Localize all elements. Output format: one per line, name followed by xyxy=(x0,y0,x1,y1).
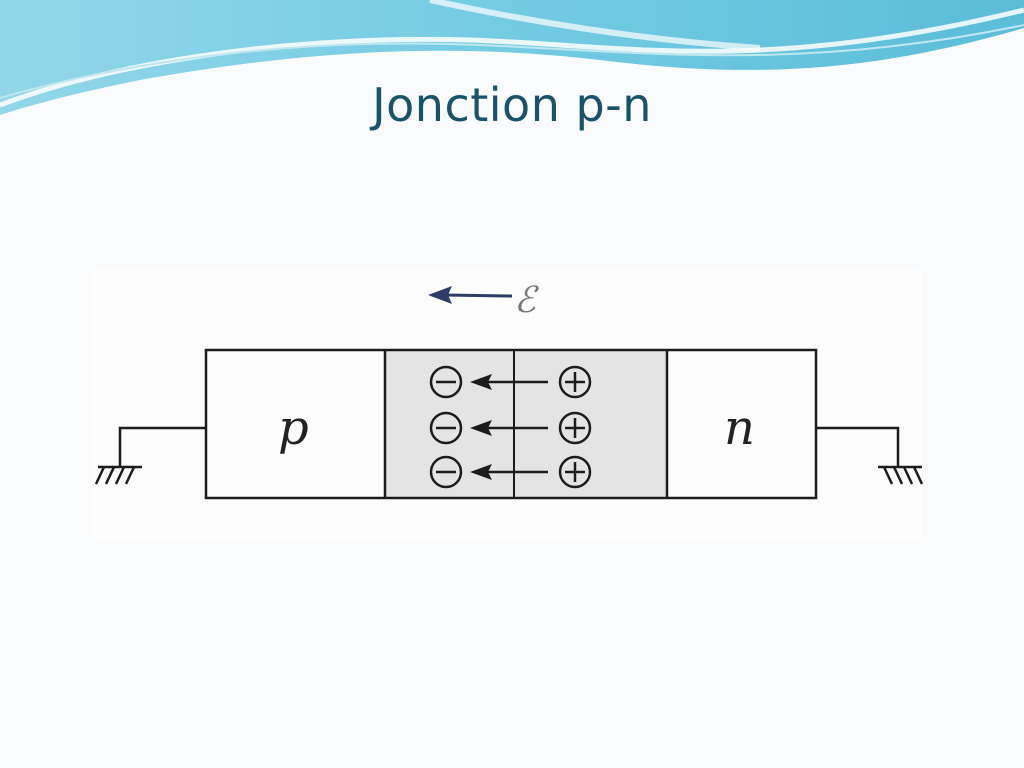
depletion-region xyxy=(385,350,667,498)
n-region-label: n xyxy=(724,400,755,456)
header-wave xyxy=(0,0,1024,115)
negative-ion xyxy=(429,455,463,489)
left-ground-icon xyxy=(94,426,206,485)
ion-row-3 xyxy=(429,455,592,489)
slide-title: Jonction p-n xyxy=(372,78,652,132)
field-arrow xyxy=(428,286,513,304)
negative-ion xyxy=(429,365,463,399)
negative-ion xyxy=(429,411,463,445)
right-ground-icon xyxy=(816,426,924,485)
field-symbol: ℰ xyxy=(514,280,539,321)
ion-row-1 xyxy=(429,365,592,399)
p-region-label: p xyxy=(278,400,309,456)
header-wave-line xyxy=(0,24,1024,99)
positive-ion xyxy=(558,455,592,489)
junction-body xyxy=(204,348,818,500)
positive-ion xyxy=(558,365,592,399)
ion-row-2 xyxy=(429,411,592,445)
positive-ion xyxy=(558,411,592,445)
